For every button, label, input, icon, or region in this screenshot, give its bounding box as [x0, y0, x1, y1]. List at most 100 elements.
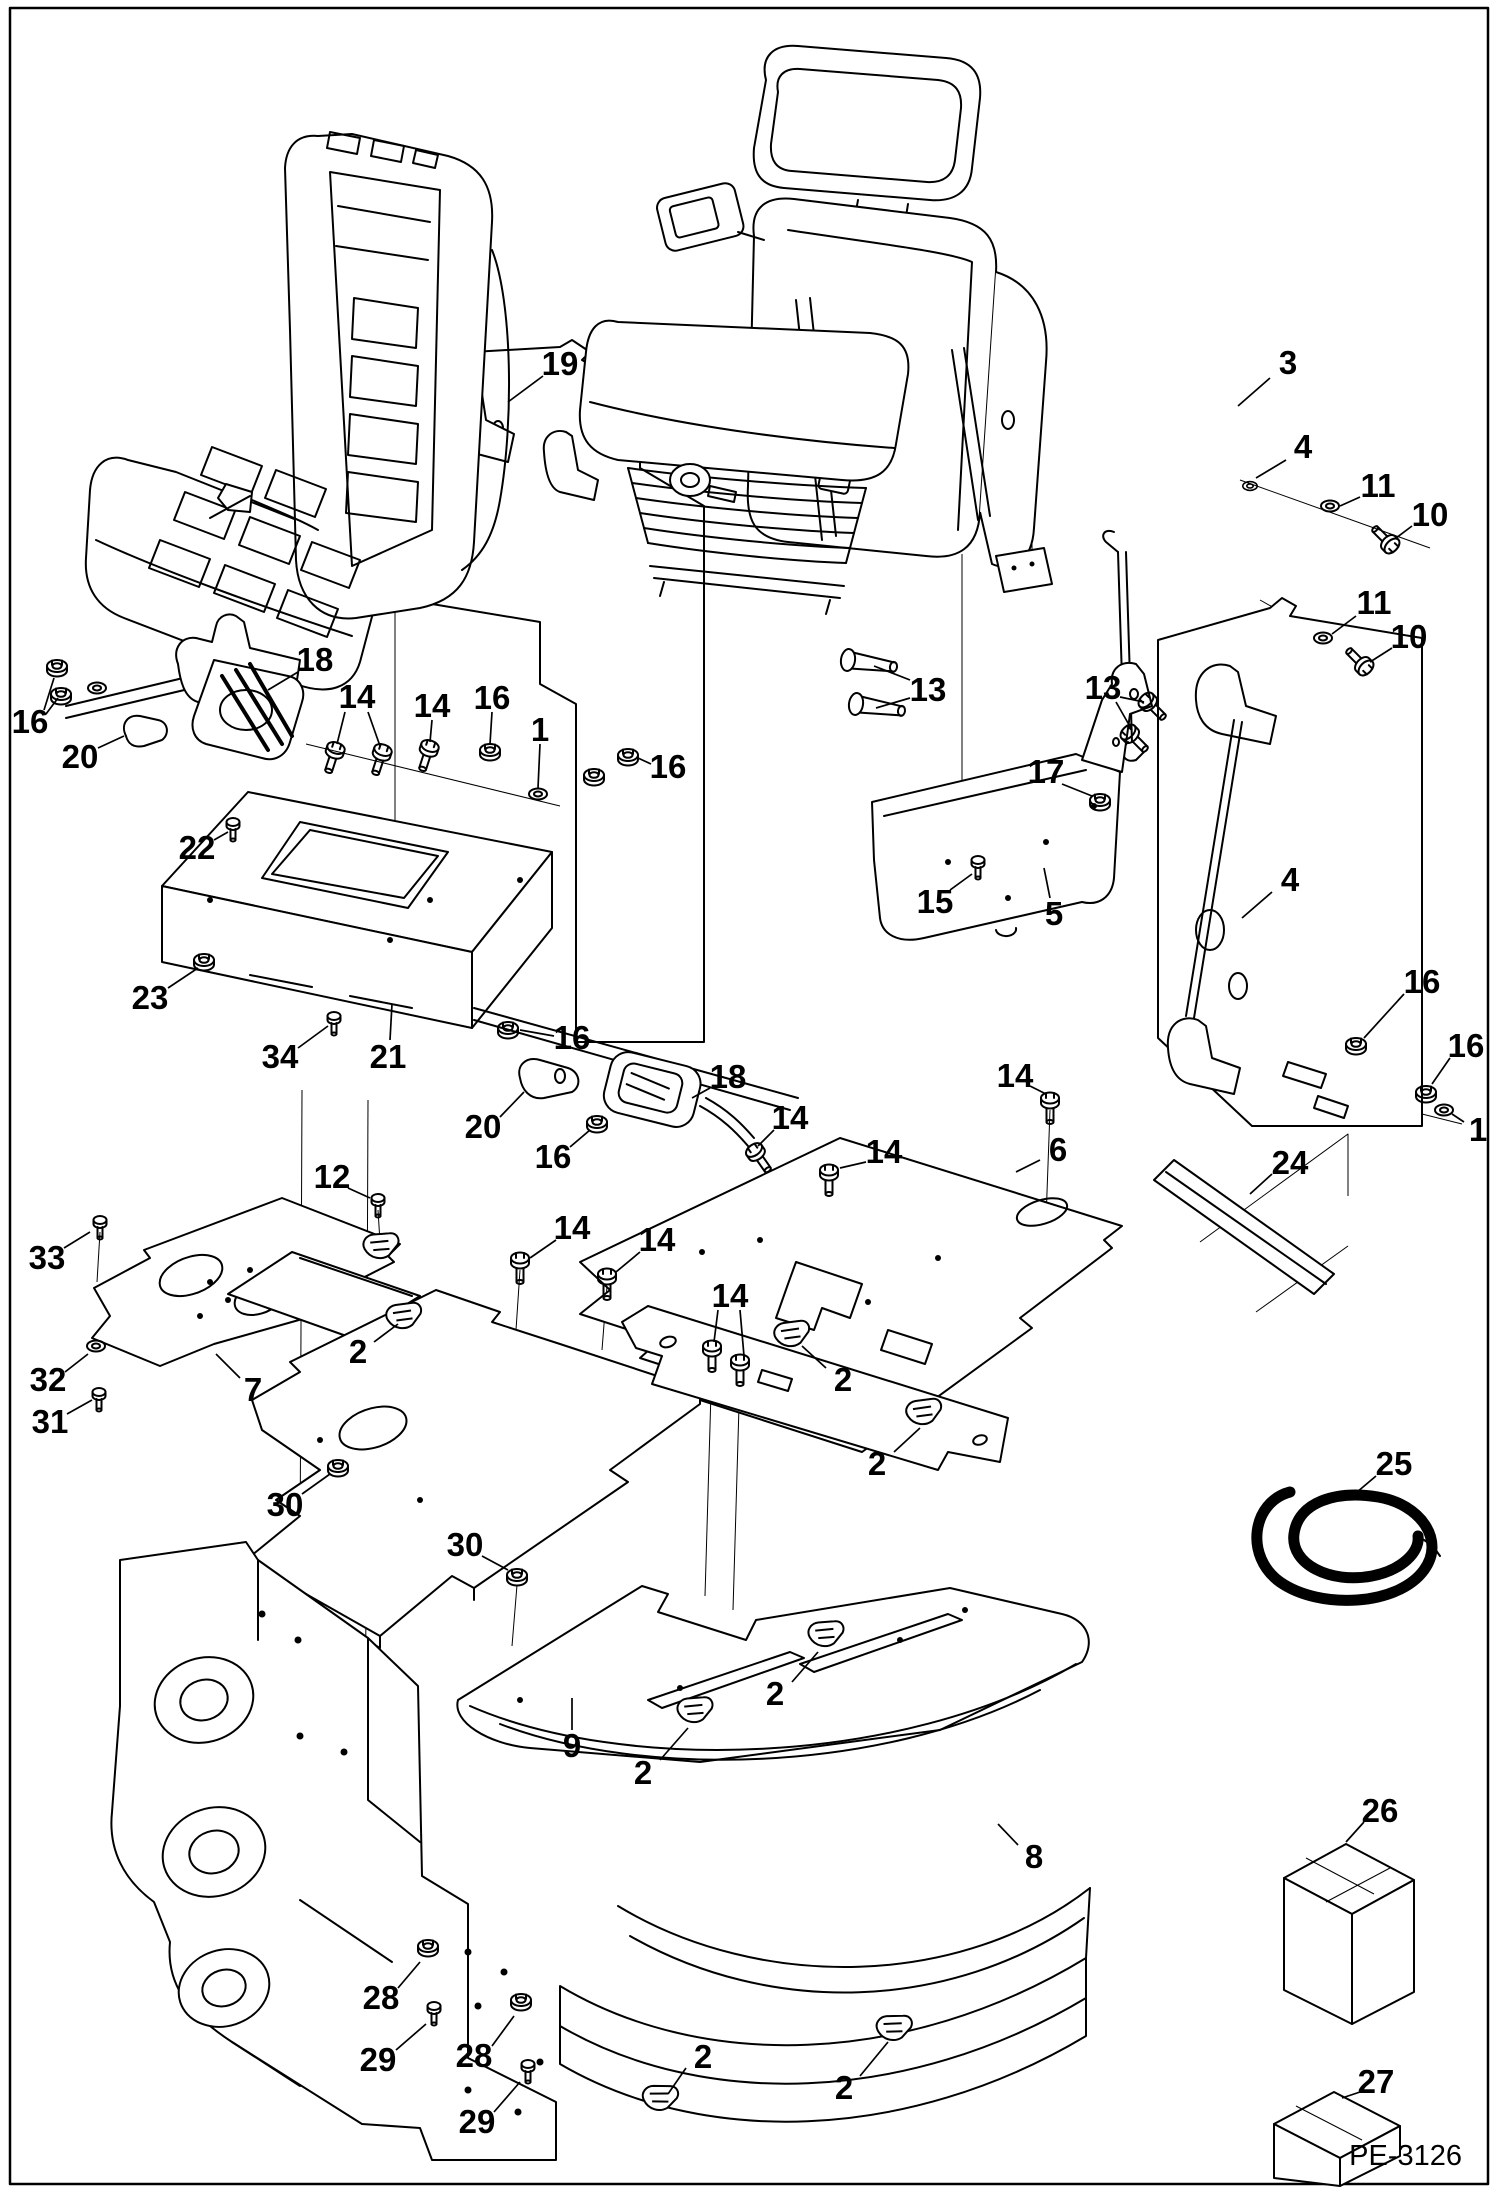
callout-20-14: 20 [62, 738, 99, 775]
callout-23-21: 23 [132, 979, 169, 1016]
callout-14-17: 14 [414, 687, 451, 724]
callout-10-6: 10 [1391, 618, 1428, 655]
leader-line-13 [873, 665, 911, 681]
leader-line-14 [529, 1239, 557, 1259]
callout-2-52: 2 [634, 1754, 652, 1791]
screw-icon [520, 2059, 536, 2085]
leader-line-14 [839, 1161, 867, 1169]
nut-icon [46, 659, 68, 678]
callout-30-46: 30 [267, 1486, 304, 1523]
leader-line-16 [519, 1029, 555, 1037]
callout-11-3: 11 [1361, 467, 1396, 504]
callout-5-12: 5 [1045, 895, 1063, 932]
leader-line-28 [491, 2015, 515, 2047]
floor-plate-8 [456, 1585, 1090, 1763]
callout-16-44: 16 [1448, 1027, 1485, 1064]
bolt-icon [412, 736, 442, 775]
bolt-icon [318, 738, 348, 777]
callout-1-19: 1 [531, 711, 549, 748]
mount-box-illustration [161, 791, 553, 1029]
leader-line-24 [1249, 1173, 1273, 1195]
washer-icon [1434, 1103, 1454, 1117]
callout-28-59: 28 [456, 2037, 493, 2074]
leader-line-2 [667, 2067, 687, 2095]
leader-line-16 [1431, 1057, 1451, 1085]
leader-line-8 [997, 1823, 1019, 1846]
callout-26-55: 26 [1362, 1792, 1399, 1829]
callout-20-24: 20 [465, 1108, 502, 1145]
leader-line-2 [893, 1427, 921, 1453]
leader-line-32 [64, 1353, 89, 1373]
nut-icon [497, 1021, 519, 1040]
callout-31-32: 31 [32, 1403, 69, 1440]
leader-line-2 [791, 1651, 819, 1683]
screw-icon [326, 1011, 342, 1037]
bolt-icon [1040, 1091, 1060, 1125]
leader-line-7 [215, 1353, 241, 1379]
callout-18-15: 18 [297, 641, 334, 678]
leader-line-2 [659, 1727, 689, 1761]
leader-line-16 [637, 757, 652, 765]
callout-8-53: 8 [1025, 1838, 1043, 1875]
callout-19-0: 19 [542, 345, 579, 382]
callout-2-62: 2 [835, 2069, 853, 2106]
callout-33-30: 33 [29, 1239, 66, 1276]
leader-line-14 [615, 1251, 641, 1273]
callout-24-41: 24 [1272, 1144, 1309, 1181]
shipping-box-27 [1273, 2091, 1401, 2187]
callout-29-60: 29 [459, 2103, 496, 2140]
trim-strip-24 [1153, 1133, 1349, 1313]
callout-14-35: 14 [554, 1209, 591, 1246]
callout-30-47: 30 [447, 1526, 484, 1563]
callout-2-51: 2 [766, 1675, 784, 1712]
page-code: PE-3126 [1349, 2140, 1462, 2172]
callout-16-25: 16 [554, 1019, 591, 1056]
callout-2-61: 2 [694, 2038, 712, 2075]
leader-line-28 [397, 1961, 421, 1989]
washer-icon [87, 681, 107, 695]
washer-icon [1242, 480, 1258, 492]
leader-line-31 [66, 1399, 93, 1415]
callout-13-8: 13 [1085, 669, 1122, 706]
callout-16-26: 16 [535, 1138, 572, 1175]
callout-16-13: 16 [12, 703, 49, 740]
callout-6-40: 6 [1049, 1131, 1067, 1168]
callout-16-9: 16 [650, 748, 687, 785]
leader-line-5 [1043, 867, 1051, 899]
hose-coil [1251, 1486, 1441, 1606]
callout-4-42: 4 [1281, 861, 1300, 898]
callout-14-16: 14 [339, 678, 376, 715]
leader-line-14 [757, 1129, 775, 1147]
callout-14-38: 14 [866, 1133, 903, 1170]
callout-18-27: 18 [710, 1058, 747, 1095]
leader-line-21 [389, 1003, 393, 1041]
callout-12-29: 12 [314, 1158, 351, 1195]
leader-line-23 [167, 967, 199, 989]
callout-16-18: 16 [474, 679, 511, 716]
callout-11-5: 11 [1357, 584, 1392, 621]
leader-line-13 [1119, 696, 1145, 703]
nut-icon [506, 1568, 528, 1587]
callout-17-10: 17 [1028, 753, 1065, 790]
callout-14-37: 14 [712, 1277, 749, 1314]
leader-line-15 [949, 873, 973, 891]
callout-29-58: 29 [360, 2041, 397, 2078]
leader-line-13 [875, 697, 911, 709]
leader-line-16 [489, 711, 493, 745]
leader-line-11 [1331, 615, 1357, 635]
bolt-icon [510, 1251, 530, 1285]
cab-panel-right [1157, 597, 1423, 1127]
leader-line-14 [336, 711, 346, 745]
leader-line-13 [1115, 701, 1133, 731]
screw-icon [92, 1215, 108, 1241]
callout-10-4: 10 [1412, 496, 1449, 533]
leader-line-2 [801, 1345, 827, 1369]
callout-22-20: 22 [179, 829, 216, 866]
callout-2-50: 2 [868, 1445, 886, 1482]
screw-icon [370, 1193, 386, 1219]
leader-line-11 [1339, 496, 1361, 507]
callout-2-49: 2 [834, 1361, 852, 1398]
bumper-plates [559, 1887, 1091, 2123]
leader-line-14 [713, 1309, 719, 1343]
